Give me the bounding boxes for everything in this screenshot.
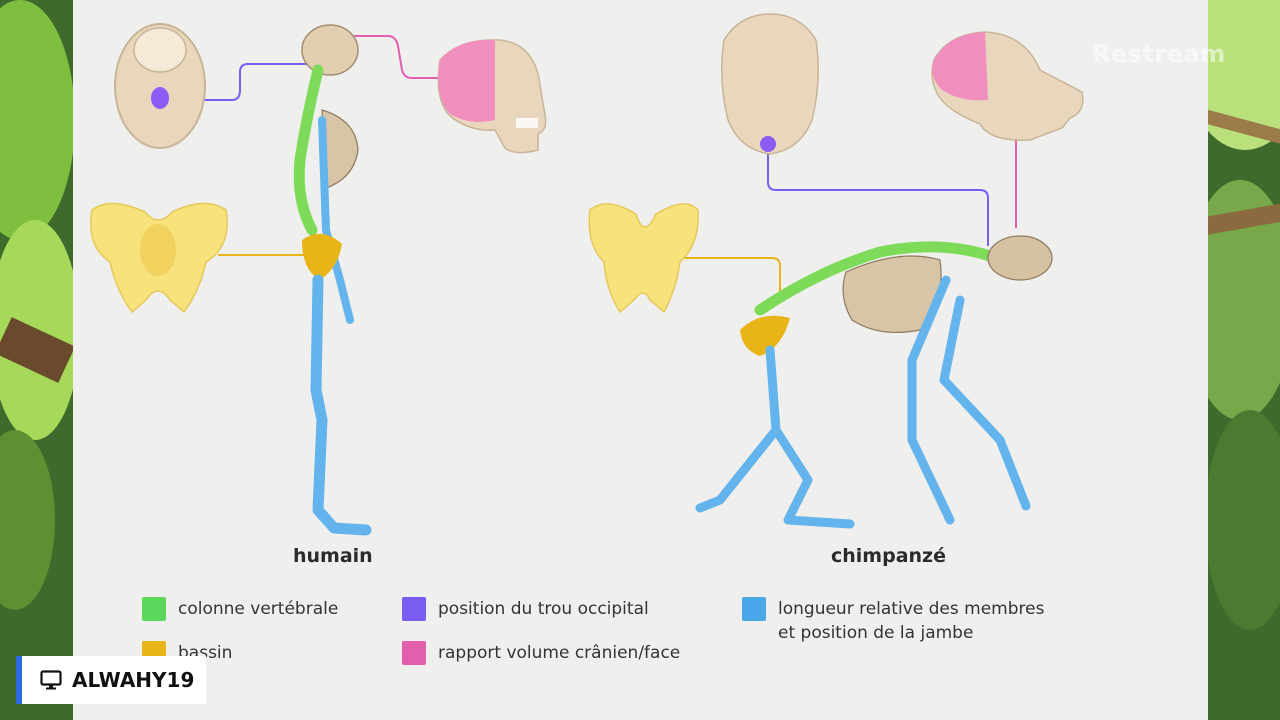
human-spine (293, 64, 324, 236)
legend-label-occipital: position du trou occipital (438, 599, 649, 619)
human-skull-bottom-view (114, 23, 206, 149)
chimp-arms (907, 275, 1031, 525)
cranial-connector-human (352, 35, 438, 79)
chimp-pelvis-front-view (588, 203, 699, 314)
occipital-foramen-human (151, 87, 169, 109)
legend-label-limbs-line1: longueur relative des membres (778, 599, 1045, 619)
leaf-left-2 (0, 220, 80, 440)
human-pelvis (302, 233, 342, 280)
leaf-right-2 (1185, 180, 1280, 420)
chimp-skeleton (695, 235, 1053, 529)
legend-item-cranial: rapport volume crânien/face (402, 641, 680, 665)
legend-item-spine: colonne vertébrale (142, 597, 338, 621)
legend-swatch-occipital (402, 597, 426, 621)
cranial-volume-human (438, 39, 495, 123)
legend-label-limbs-line2: et position de la jambe (778, 623, 974, 643)
leaf-left-3 (0, 430, 55, 610)
label-chimp: chimpanzé (831, 545, 946, 567)
human-pelvis-front-view (90, 202, 228, 314)
legend-label-cranial: rapport volume crânien/face (438, 643, 681, 663)
chimp-skull-side-view (931, 31, 1084, 141)
monitor-icon (40, 670, 62, 690)
chimp-pelvis (740, 315, 790, 356)
human-leg (310, 274, 372, 536)
occipital-connector-human (160, 63, 318, 101)
cranial-volume-chimp (932, 32, 988, 101)
streamer-name: ALWAHY19 (72, 668, 195, 692)
legend-swatch-cranial (402, 641, 426, 665)
label-human: humain (293, 545, 373, 567)
occipital-connector-chimp (767, 150, 989, 246)
legend-swatch-limbs (742, 597, 766, 621)
restream-watermark: Restream (1092, 40, 1226, 68)
streamer-name-badge: ALWAHY19 (16, 656, 206, 704)
leaf-left-1 (0, 0, 75, 240)
leaf-right-3 (1205, 410, 1280, 630)
chimp-legs (695, 345, 855, 529)
legend-label-spine: colonne vertébrale (178, 599, 339, 619)
legend-swatch-spine (142, 597, 166, 621)
legend-item-occipital: position du trou occipital (402, 597, 649, 621)
pelvis-connector-chimp (676, 257, 781, 300)
human-skull-side-view (437, 39, 547, 154)
chimp-skull-bottom-view (721, 13, 819, 155)
chimp-spine (754, 241, 996, 316)
human-skeleton (293, 24, 372, 536)
legend-item-limbs: longueur relative des membres et positio… (742, 597, 1044, 645)
occipital-foramen-chimp (760, 136, 776, 152)
